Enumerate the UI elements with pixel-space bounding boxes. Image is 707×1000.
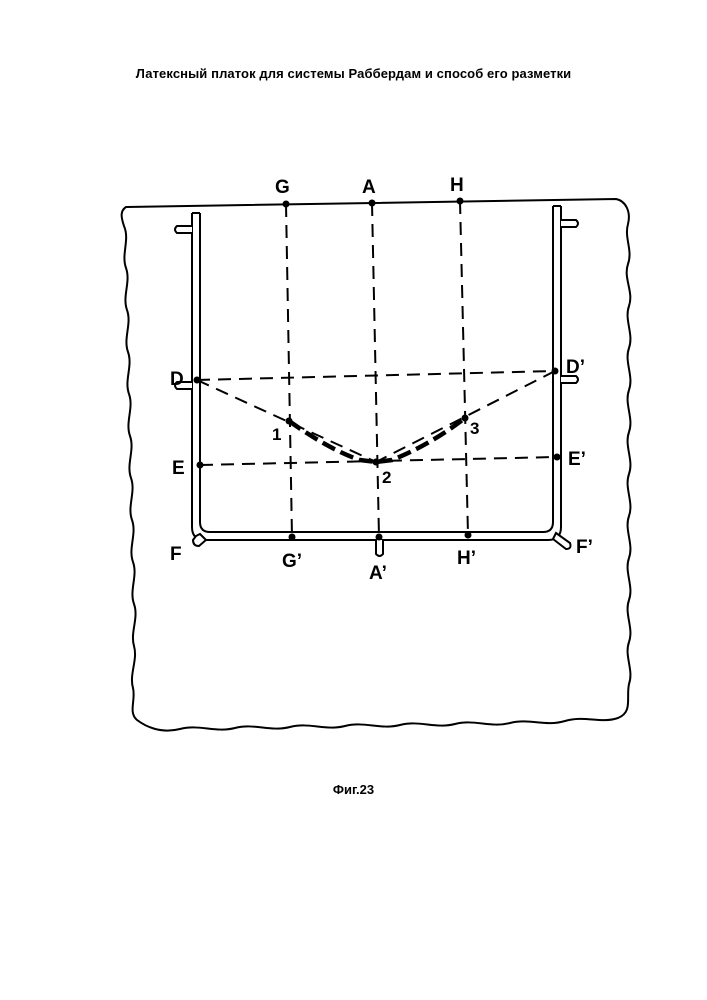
dot-a — [369, 200, 376, 207]
label-e: E — [172, 458, 185, 479]
pin-top-left — [175, 226, 192, 233]
label-point-3: 3 — [470, 419, 479, 438]
pin-bottom-right — [553, 533, 571, 549]
label-d: D — [170, 369, 184, 390]
label-a: A — [362, 177, 376, 198]
line-g-g-prime — [286, 204, 292, 537]
label-f-prime: F’ — [576, 537, 593, 558]
pin-top-right — [561, 220, 578, 227]
dot-d — [194, 377, 201, 384]
marking-dots — [194, 198, 561, 541]
dot-g — [283, 201, 290, 208]
dot-h-prime — [465, 532, 472, 539]
dot-a-prime — [376, 534, 383, 541]
label-a-prime: A’ — [369, 563, 387, 584]
figure-caption: Фиг.23 — [0, 782, 707, 797]
dot-e — [197, 462, 204, 469]
dot-2 — [373, 459, 380, 466]
label-point-2: 2 — [382, 468, 391, 487]
label-point-1: 1 — [272, 425, 281, 444]
label-f: F — [170, 544, 182, 565]
label-g: G — [275, 177, 290, 198]
dot-h — [457, 198, 464, 205]
marking-lines — [197, 201, 557, 537]
label-d-prime: D’ — [566, 357, 585, 378]
frame-inner-edge — [200, 206, 553, 532]
pin-bottom-left — [193, 534, 206, 546]
line-h-h-prime — [460, 201, 468, 535]
frame-pins — [175, 220, 578, 556]
label-e-prime: E’ — [568, 449, 586, 470]
dot-e-prime — [554, 454, 561, 461]
label-h-prime: H’ — [457, 548, 476, 569]
dot-3 — [462, 415, 469, 422]
pin-bottom-center — [376, 540, 383, 556]
dot-1 — [286, 418, 293, 425]
line-a-a-prime — [372, 203, 379, 537]
dot-d-prime — [552, 368, 559, 375]
label-h: H — [450, 175, 464, 196]
dot-g-prime — [289, 534, 296, 541]
point-labels: G A H D D’ E E’ F F’ G’ A’ H’ 1 2 3 — [170, 175, 593, 584]
label-g-prime: G’ — [282, 551, 302, 572]
